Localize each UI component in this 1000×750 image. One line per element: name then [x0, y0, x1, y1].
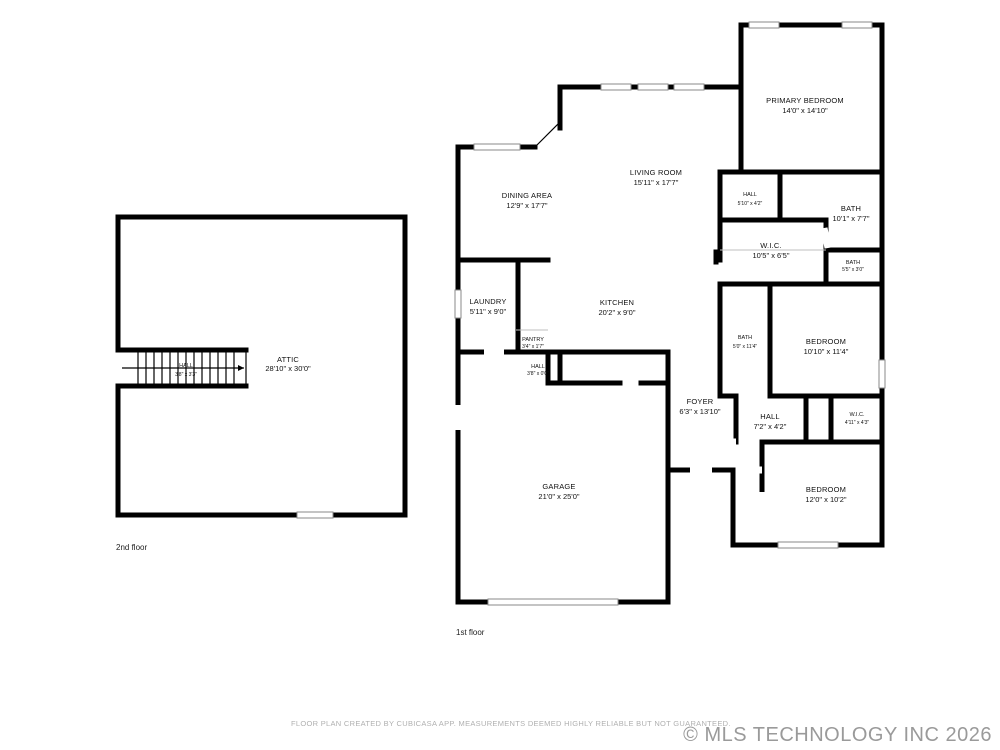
pantry-size: 3'4" x 1'7" — [522, 344, 544, 350]
wic-primary-size: 10'5" x 6'5" — [753, 251, 790, 260]
hall-mid-size: 7'2" x 4'2" — [754, 422, 787, 431]
living-window-3 — [673, 83, 705, 91]
second-floor-label: 2nd floor — [116, 543, 147, 552]
hall-top-name: HALL — [743, 192, 757, 198]
bedroom-3-size: 12'0" x 10'2" — [805, 495, 846, 504]
laundry-size: 5'11" x 9'0" — [470, 307, 507, 316]
pantry-name: PANTRY — [522, 337, 544, 343]
bedroom-bottom-window — [777, 541, 839, 549]
bath-primary-size: 10'1" x 7'7" — [833, 214, 870, 223]
bedroom-3-name: BEDROOM — [806, 485, 846, 494]
kitchen-name: KITCHEN — [600, 298, 634, 307]
primary-window-1 — [748, 21, 780, 29]
attic-size: 28'10" x 30'0" — [265, 364, 311, 373]
bath-small-name: BATH — [846, 260, 860, 266]
bedroom-2-size: 10'10" x 11'4" — [804, 347, 849, 356]
foyer-name: FOYER — [687, 397, 714, 406]
laundry-window — [454, 289, 462, 319]
foyer-size: 6'3" x 13'10" — [679, 407, 720, 416]
copyright-watermark: © MLS TECHNOLOGY INC 2026 — [683, 724, 992, 746]
garage-size: 21'0" x 25'0" — [538, 492, 579, 501]
living-window-2 — [637, 83, 669, 91]
laundry-name: LAUNDRY — [469, 297, 506, 306]
wic-primary-name: W.I.C. — [760, 241, 782, 250]
dining-area-size: 12'9" x 17'7" — [506, 201, 547, 210]
hall-small-size: 3'8" x 0'0" — [527, 371, 549, 377]
dining-window — [473, 143, 521, 151]
first-floor-label: 1st floor — [456, 628, 485, 637]
disclaimer-text: FLOOR PLAN CREATED BY CUBICASA APP. MEAS… — [291, 719, 731, 728]
kitchen-size: 20'2" x 9'0" — [599, 308, 636, 317]
attic-window — [296, 511, 334, 519]
primary-bedroom-name: PRIMARY BEDROOM — [766, 96, 844, 105]
wic-small-size: 4'11" x 4'3" — [845, 420, 869, 426]
garage-door — [487, 598, 619, 606]
attic-walls — [115, 214, 408, 518]
stair-hall-name: HALL — [179, 363, 193, 369]
attic-name: ATTIC — [277, 355, 299, 364]
primary-bedroom-size: 14'0" x 14'10" — [782, 106, 828, 115]
bath-primary-name: BATH — [841, 204, 861, 213]
bath-middle-name: BATH — [738, 335, 752, 341]
wic-small-name: W.I.C. — [850, 412, 865, 418]
staircase — [115, 347, 249, 389]
living-room-size: 15'11" x 17'7" — [634, 178, 679, 187]
bath-middle-size: 5'0" x 11'4" — [733, 344, 757, 350]
bedroom-2-name: BEDROOM — [806, 337, 846, 346]
garage-name: GARAGE — [542, 482, 575, 491]
living-room-name: LIVING ROOM — [630, 168, 682, 177]
bath-small-size: 5'5" x 3'0" — [842, 267, 864, 273]
hall-mid-name: HALL — [760, 412, 780, 421]
first-floor-plan: PRIMARY BEDROOM 14'0" x 14'10" LIVING RO… — [454, 21, 886, 637]
primary-window-2 — [841, 21, 873, 29]
dining-area-name: DINING AREA — [502, 191, 553, 200]
stair-hall-size: 3'8" x 3'3" — [175, 372, 197, 378]
bedroom-window — [878, 359, 886, 389]
hall-top-size: 5'10" x 4'2" — [738, 201, 763, 207]
living-window-1 — [600, 83, 632, 91]
hall-small-name: HALL — [531, 364, 545, 370]
second-floor-plan: ATTIC 28'10" x 30'0" HALL 3'8" x 3'3" 2n… — [114, 214, 408, 552]
